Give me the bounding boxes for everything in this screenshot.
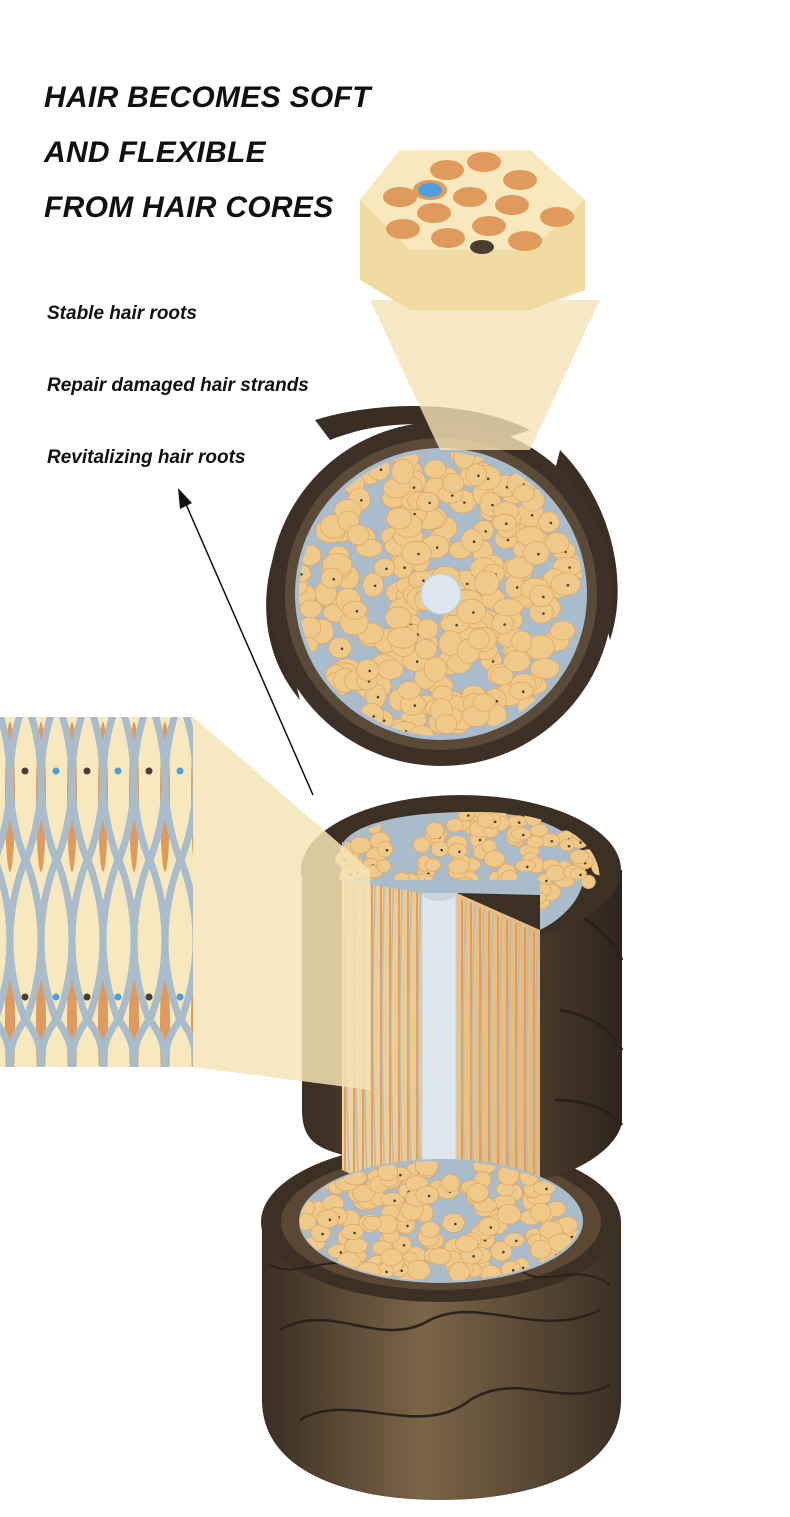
cortex-lower-cross-section — [299, 1159, 583, 1283]
benefit-item-stable-roots: Stable hair roots — [47, 303, 197, 324]
headline: HAIR BECOMES SOFT AND FLEXIBLE FROM HAIR… — [44, 70, 404, 235]
headline-line-2: AND FLEXIBLE — [44, 136, 266, 169]
headline-line-1: HAIR BECOMES SOFT — [44, 81, 371, 114]
arrow-pointer-icon — [178, 488, 314, 796]
longitudinal-fiber-inset — [0, 717, 370, 1090]
headline-line-3: FROM HAIR CORES — [44, 191, 334, 224]
benefit-list: Stable hair roots Repair damaged hair st… — [47, 300, 309, 516]
hair-cross-section-large — [266, 406, 618, 766]
benefit-item-revitalizing-roots: Revitalizing hair roots — [47, 447, 246, 468]
benefit-item-repair-strands: Repair damaged hair strands — [47, 375, 309, 396]
magnified-cortex-cell — [360, 150, 600, 450]
